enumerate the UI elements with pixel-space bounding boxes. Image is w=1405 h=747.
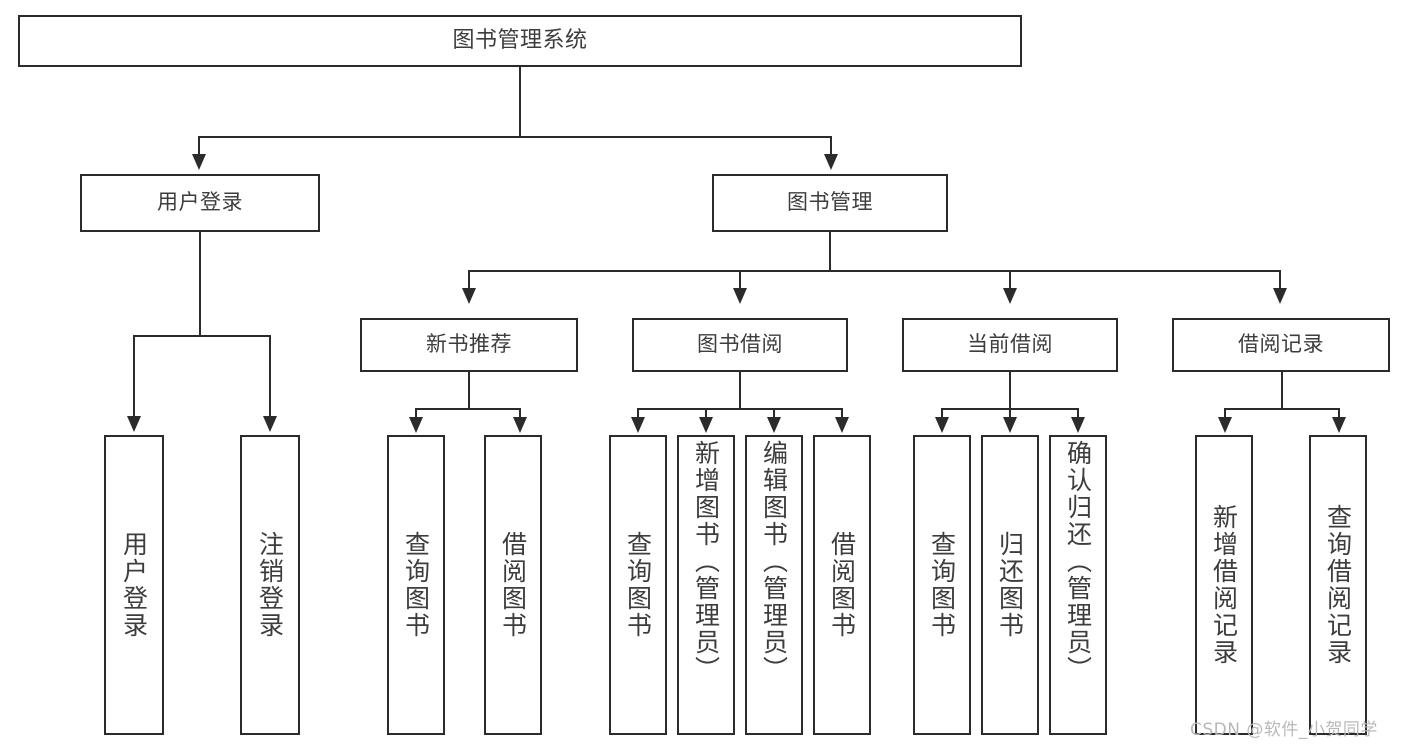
node-user-login[interactable]: 用户登录: [80, 174, 320, 232]
node-label: 新书推荐: [426, 332, 512, 357]
connector-borrowrec-drop-2: [1338, 408, 1340, 418]
arrow-to-user-login: [192, 154, 206, 170]
connector-level2-drop-4: [1279, 270, 1281, 290]
arrow-to-query-book-c: [935, 417, 949, 433]
leaf-user-login[interactable]: 用户登录: [104, 435, 164, 735]
arrow-to-add-record: [1218, 417, 1232, 433]
connector-user-stem: [199, 232, 201, 336]
arrow-to-borrow-book-a: [513, 417, 527, 433]
node-label: 编辑图书（管理员）: [759, 440, 789, 683]
leaf-borrow-book[interactable]: 借阅图书: [813, 435, 871, 735]
connector-bookborrow-drop-4: [841, 408, 843, 418]
connector-level1-bus: [198, 136, 832, 138]
connector-user-drop-1: [133, 335, 135, 417]
node-label: 用户登录: [119, 531, 149, 639]
node-label: 借阅图书: [827, 531, 857, 639]
connector-book-stem: [829, 232, 831, 272]
node-label: 查询图书: [623, 531, 653, 639]
leaf-edit-book-admin[interactable]: 编辑图书（管理员）: [745, 435, 803, 735]
leaf-add-borrow-record[interactable]: 新增借阅记录: [1195, 435, 1253, 735]
arrow-to-book-manage: [824, 154, 838, 170]
connector-root-stem: [519, 67, 521, 137]
connector-curborrow-stem: [1009, 372, 1011, 409]
leaf-confirm-return-admin[interactable]: 确认归还（管理员）: [1049, 435, 1107, 735]
connector-level2-drop-3: [1009, 270, 1011, 290]
connector-level1-drop-book: [830, 136, 832, 156]
leaf-query-book-current[interactable]: 查询图书: [913, 435, 971, 735]
connector-level1-drop-user: [198, 136, 200, 156]
connector-newbook-drop-2: [519, 408, 521, 418]
arrow-to-new-book: [462, 288, 476, 304]
connector-borrowrec-bus: [1224, 408, 1340, 410]
arrow-to-query-record: [1332, 417, 1346, 433]
node-current-borrow[interactable]: 当前借阅: [902, 318, 1118, 372]
connector-curborrow-drop-1: [941, 408, 943, 418]
arrow-to-current-borrow: [1003, 288, 1017, 304]
node-label: 当前借阅: [967, 332, 1053, 357]
leaf-borrow-book-recommend[interactable]: 借阅图书: [484, 435, 542, 735]
node-label: 新增借阅记录: [1209, 504, 1239, 666]
leaf-return-book[interactable]: 归还图书: [981, 435, 1039, 735]
connector-newbook-bus: [415, 408, 521, 410]
node-label: 图书管理系统: [452, 27, 588, 53]
node-new-book-recommend[interactable]: 新书推荐: [360, 318, 578, 372]
connector-bookborrow-bus: [637, 408, 843, 410]
node-book-manage[interactable]: 图书管理: [712, 174, 948, 232]
leaf-logout[interactable]: 注销登录: [240, 435, 300, 735]
connector-bookborrow-drop-2: [705, 408, 707, 418]
node-label: 归还图书: [995, 531, 1025, 639]
node-label: 注销登录: [255, 531, 285, 639]
leaf-add-book-admin[interactable]: 新增图书（管理员）: [677, 435, 735, 735]
connector-borrowrec-stem: [1281, 372, 1283, 409]
connector-borrowrec-drop-1: [1224, 408, 1226, 418]
connector-level2-drop-2: [739, 270, 741, 290]
connector-newbook-drop-1: [415, 408, 417, 418]
connector-user-drop-2: [269, 335, 271, 417]
node-label: 确认归还（管理员）: [1063, 440, 1093, 683]
arrow-to-logout-leaf: [263, 416, 277, 432]
node-label: 用户登录: [157, 190, 243, 215]
watermark-text: CSDN @软件_小贺同学: [1190, 720, 1378, 740]
connector-curborrow-drop-3: [1077, 408, 1079, 418]
connector-bookborrow-stem: [739, 372, 741, 409]
arrow-to-edit-book: [767, 417, 781, 433]
connector-newbook-stem: [468, 372, 470, 409]
connector-bookborrow-drop-3: [773, 408, 775, 418]
node-label: 查询图书: [401, 531, 431, 639]
node-label: 新增图书（管理员）: [691, 440, 721, 683]
node-label: 借阅记录: [1238, 332, 1324, 357]
arrow-to-query-book-a: [409, 417, 423, 433]
connector-user-bus: [133, 335, 271, 337]
connector-level2-bus: [468, 270, 1280, 272]
node-label: 图书借阅: [697, 332, 783, 357]
arrow-to-borrow-book-b: [835, 417, 849, 433]
arrow-to-confirm-return: [1071, 417, 1085, 433]
node-root-system[interactable]: 图书管理系统: [18, 15, 1022, 67]
node-label: 查询借阅记录: [1323, 504, 1353, 666]
connector-bookborrow-drop-1: [637, 408, 639, 418]
node-label: 借阅图书: [498, 531, 528, 639]
arrow-to-borrow-record: [1273, 288, 1287, 304]
arrow-to-return-book: [1003, 417, 1017, 433]
leaf-query-book-recommend[interactable]: 查询图书: [387, 435, 445, 735]
node-borrow-record[interactable]: 借阅记录: [1172, 318, 1390, 372]
node-book-borrow[interactable]: 图书借阅: [632, 318, 848, 372]
arrow-to-user-login-leaf: [127, 416, 141, 432]
leaf-query-book-borrow[interactable]: 查询图书: [609, 435, 667, 735]
arrow-to-add-book: [699, 417, 713, 433]
node-label: 图书管理: [787, 190, 873, 215]
arrow-to-query-book-b: [631, 417, 645, 433]
node-label: 查询图书: [927, 531, 957, 639]
connector-curborrow-drop-2: [1009, 408, 1011, 418]
leaf-query-borrow-record[interactable]: 查询借阅记录: [1309, 435, 1367, 735]
connector-level2-drop-1: [468, 270, 470, 290]
arrow-to-book-borrow: [733, 288, 747, 304]
